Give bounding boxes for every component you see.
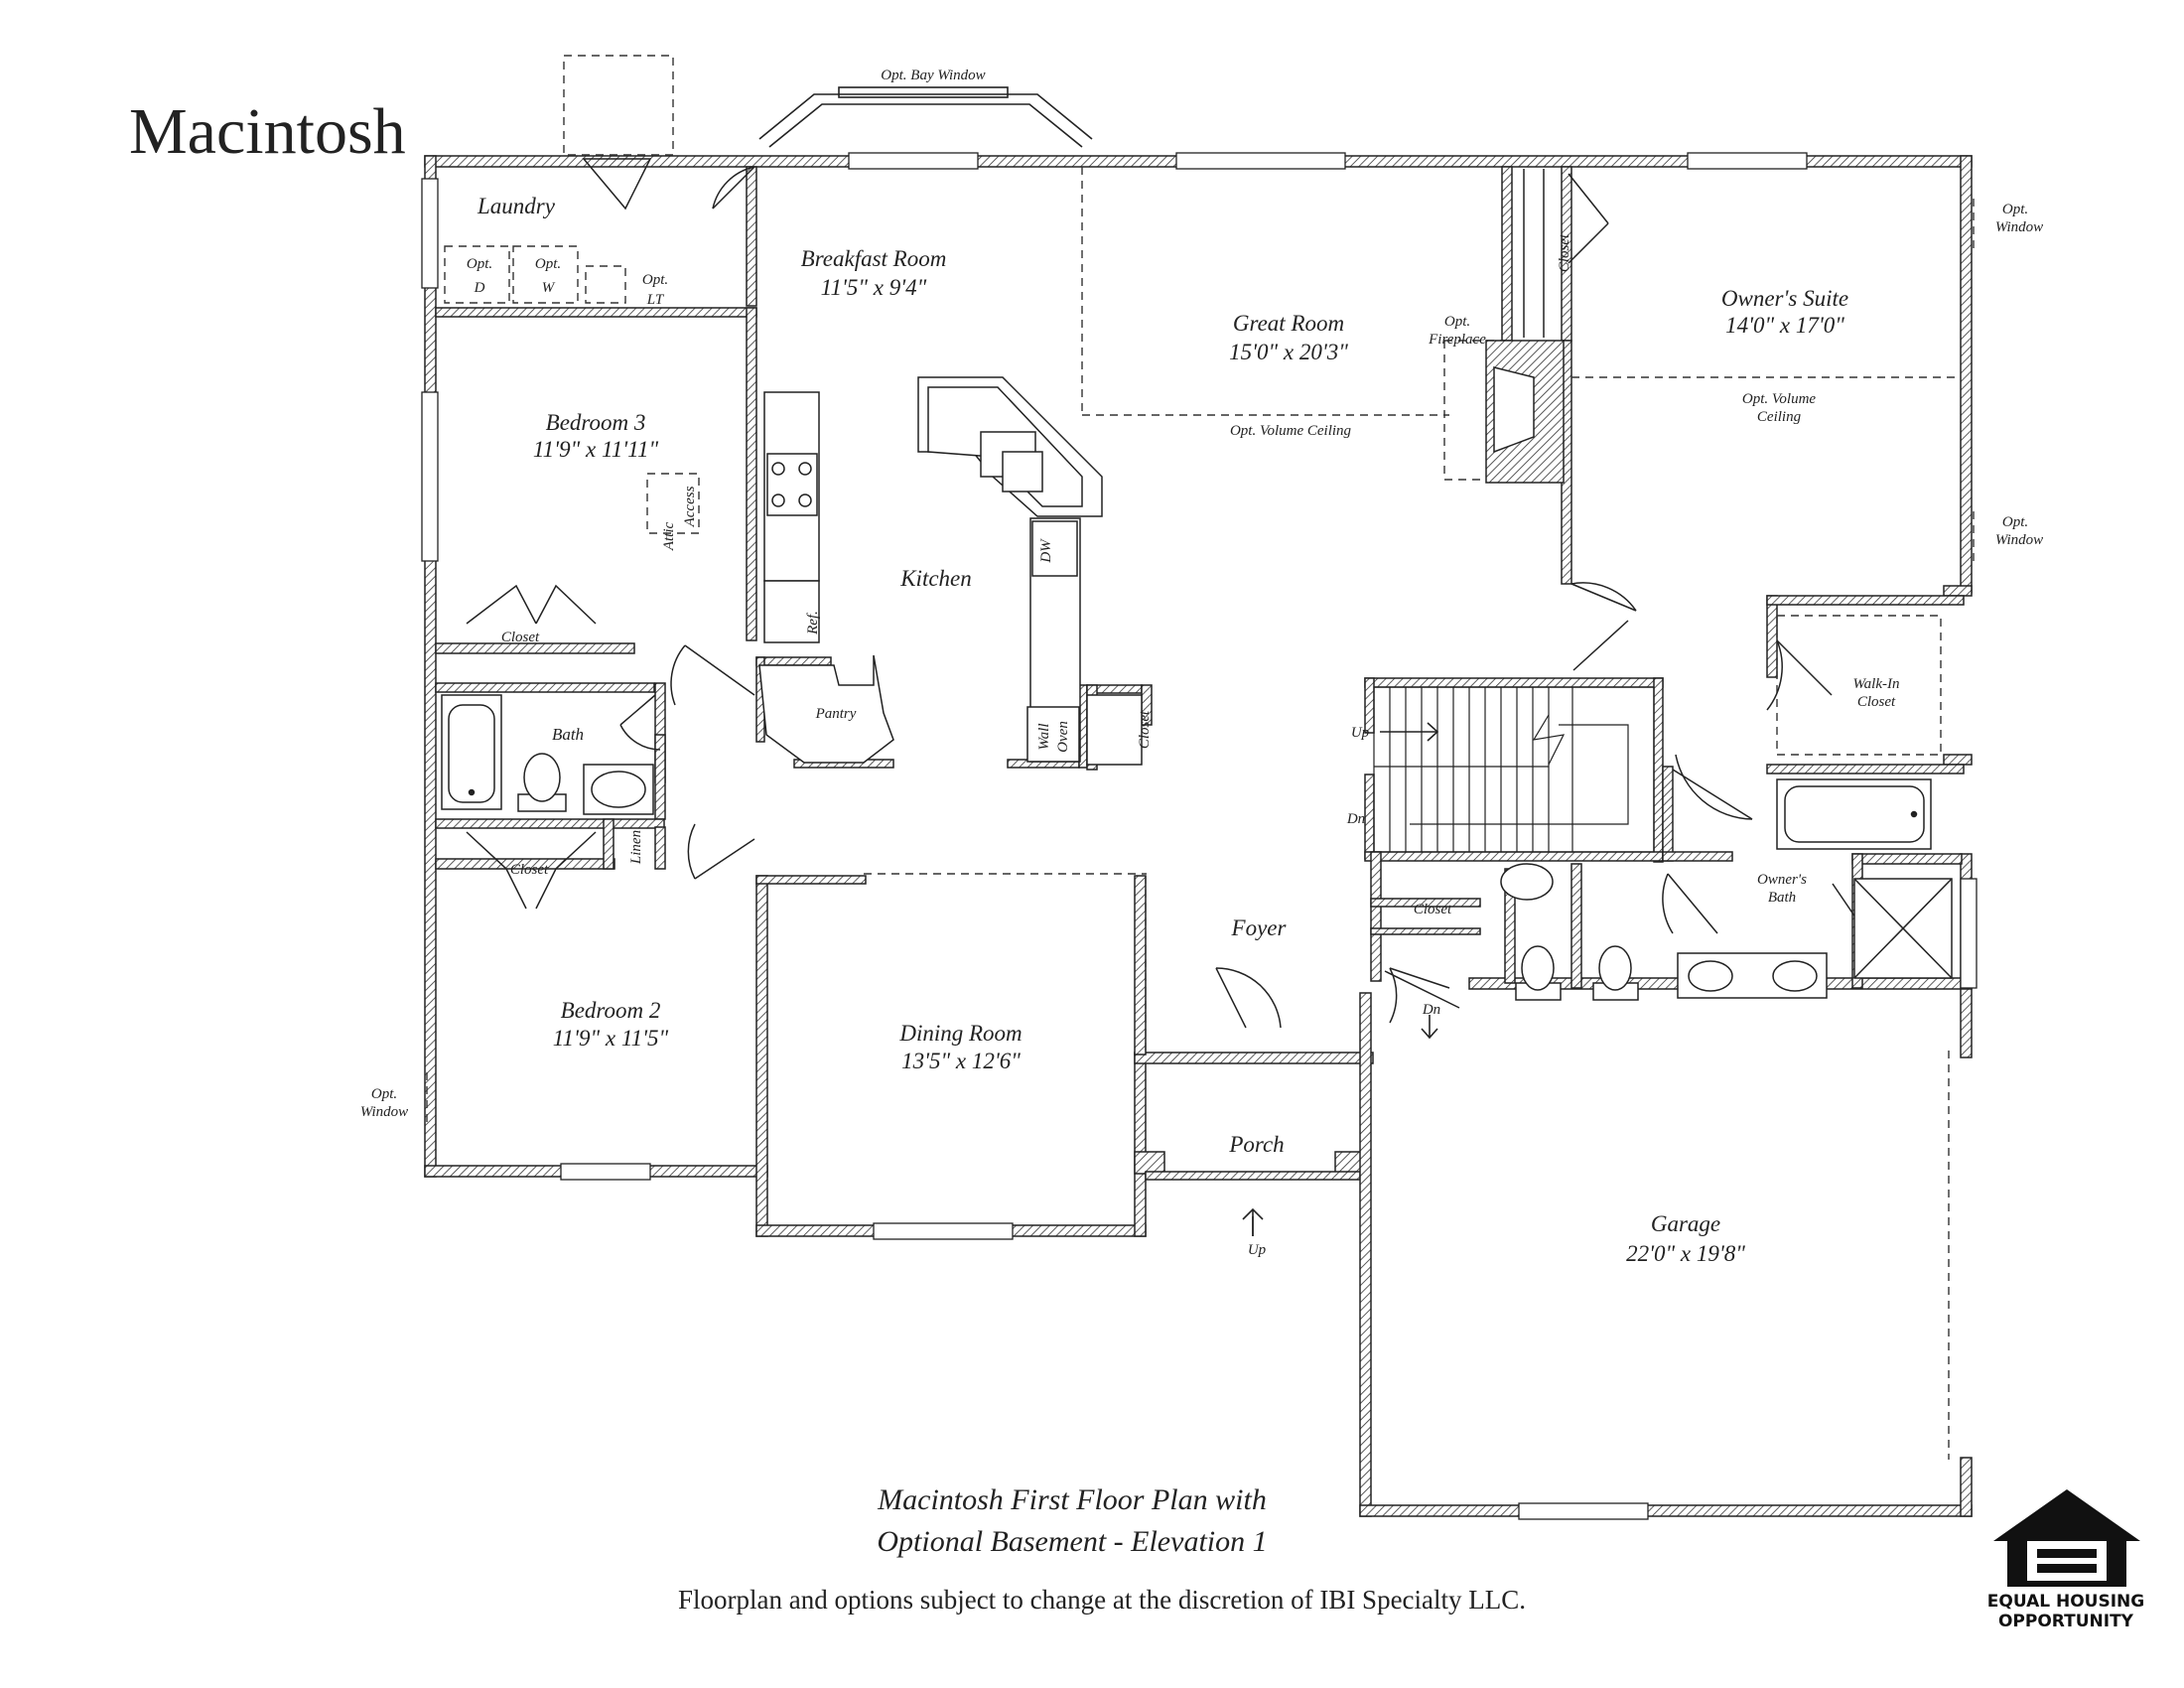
size-bedroom-3: 11'9" x 11'11" — [533, 437, 659, 462]
equal-housing-icon — [1993, 1489, 2140, 1587]
equal-housing-line-1: EQUAL HOUSING — [1986, 1592, 2145, 1612]
bay-window — [758, 86, 1093, 148]
label-closet-foyer: Closet — [1414, 902, 1452, 917]
label-opt-window-3: Opt. — [371, 1086, 397, 1102]
label-closet-bedroom3: Closet — [501, 630, 540, 645]
label-bedroom-2: Bedroom 2 — [561, 998, 661, 1023]
label-closet-hall: Closet — [510, 862, 549, 878]
label-closet-kitchen: Closet — [1137, 710, 1153, 749]
kitchen-fixtures — [758, 376, 1143, 766]
caption-line-2: Optional Basement - Elevation 1 — [877, 1525, 1268, 1558]
label-bedroom-3: Bedroom 3 — [546, 410, 646, 435]
label-window-1: Window — [1995, 219, 2043, 235]
label-opt-w: Opt. — [535, 256, 561, 272]
plan-caption: Macintosh First Floor Plan with Optional… — [715, 1479, 1430, 1563]
label-foyer: Foyer — [1231, 915, 1288, 940]
label-opt-bay-window: Opt. Bay Window — [881, 68, 985, 83]
label-opt-volume: Opt. Volume — [1742, 391, 1817, 407]
label-stairs-dn: Dn — [1346, 811, 1365, 827]
label-window-3: Window — [360, 1104, 408, 1120]
size-garage: 22'0" x 19'8" — [1626, 1241, 1745, 1266]
label-kitchen: Kitchen — [899, 566, 972, 591]
label-opt-window-1: Opt. — [2002, 202, 2028, 217]
label-garage: Garage — [1651, 1211, 1720, 1236]
label-bath: Bath — [552, 725, 584, 744]
label-ref: Ref. — [805, 611, 821, 635]
label-fireplace: Fireplace — [1428, 332, 1486, 348]
label-walk-in-1: Walk-In — [1853, 676, 1900, 692]
size-breakfast-room: 11'5" x 9'4" — [821, 275, 927, 300]
label-dining-room: Dining Room — [898, 1021, 1022, 1046]
size-bedroom-2: 11'9" x 11'5" — [553, 1026, 669, 1051]
label-porch-up: Up — [1248, 1242, 1267, 1258]
label-pantry: Pantry — [815, 706, 857, 722]
label-access: Access — [682, 486, 698, 527]
label-opt-volume-ceiling: Opt. Volume Ceiling — [1230, 423, 1352, 439]
label-garage-dn: Dn — [1422, 1002, 1440, 1018]
label-lt: LT — [646, 292, 665, 308]
label-laundry: Laundry — [477, 194, 556, 218]
label-porch: Porch — [1228, 1132, 1284, 1157]
optional-features — [426, 55, 1975, 1460]
label-owners-suite: Owner's Suite — [1721, 286, 1848, 311]
label-owners-bath-1: Owner's — [1757, 872, 1807, 888]
walls — [424, 155, 1973, 1517]
room-labels: Laundry Breakfast Room 11'5" x 9'4" Grea… — [477, 194, 1899, 1266]
label-opt-fireplace: Opt. — [1444, 314, 1470, 330]
fireplace — [1485, 169, 1565, 484]
size-owners-suite: 14'0" x 17'0" — [1725, 313, 1844, 338]
equal-housing-line-2: OPPORTUNITY — [1997, 1612, 2133, 1631]
size-dining-room: 13'5" x 12'6" — [901, 1049, 1021, 1073]
label-d: D — [474, 280, 485, 296]
label-ceiling: Ceiling — [1757, 409, 1802, 425]
label-opt-d: Opt. — [467, 256, 492, 272]
label-great-room: Great Room — [1233, 311, 1344, 336]
plan-title: Macintosh — [129, 95, 406, 168]
label-opt-lt: Opt. — [642, 272, 668, 288]
label-stairs-up: Up — [1351, 725, 1370, 741]
disclaimer: Floorplan and options subject to change … — [677, 1585, 1527, 1615]
bath-fixtures — [441, 694, 1953, 1001]
label-oven: Oven — [1055, 721, 1071, 753]
caption-line-1: Macintosh First Floor Plan with — [878, 1483, 1267, 1516]
label-window-2: Window — [1995, 532, 2043, 548]
label-walk-in-2: Closet — [1857, 694, 1896, 710]
label-attic: Attic — [661, 521, 677, 551]
label-w: W — [542, 280, 556, 296]
label-breakfast-room: Breakfast Room — [801, 246, 947, 271]
label-closet-owners: Closet — [1557, 233, 1572, 272]
arrows — [1242, 722, 1439, 1236]
label-wall: Wall — [1036, 724, 1052, 751]
size-great-room: 15'0" x 20'3" — [1229, 340, 1348, 364]
windows — [421, 152, 1978, 1520]
equal-housing-text: EQUAL HOUSING OPPORTUNITY — [1980, 1592, 2151, 1631]
doors — [466, 158, 1867, 1029]
label-owners-bath-2: Bath — [1768, 890, 1796, 906]
annotations: Opt. Bay Window Opt. D Opt. W Opt. LT Op… — [360, 68, 2043, 1258]
stairs — [1373, 686, 1655, 853]
label-linen: Linen — [628, 830, 644, 865]
label-dw: DW — [1038, 538, 1054, 564]
label-opt-window-2: Opt. — [2002, 514, 2028, 530]
